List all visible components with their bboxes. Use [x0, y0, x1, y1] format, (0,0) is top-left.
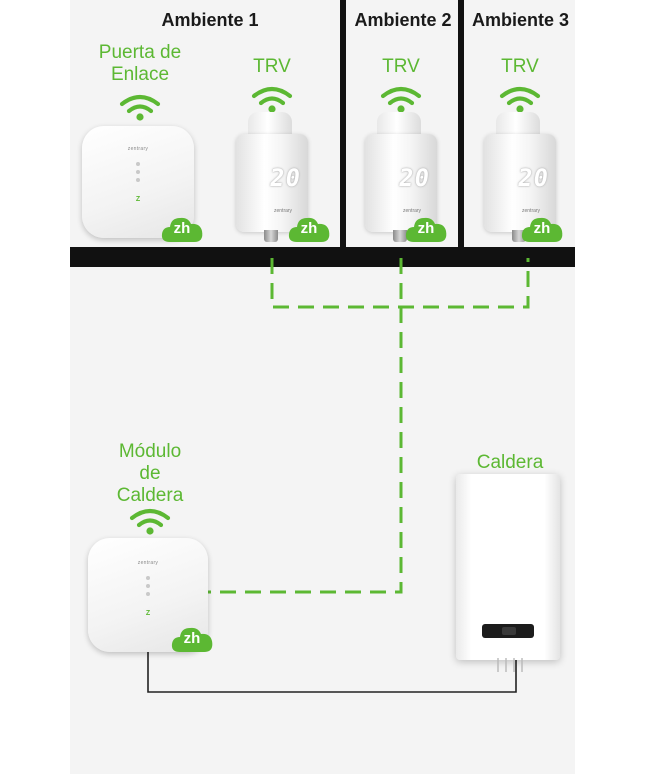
trv-cap [377, 112, 421, 138]
boiler-pipes [497, 658, 523, 672]
trv-body [365, 134, 437, 232]
boiler-label: Caldera [476, 452, 544, 473]
trv-label-1: TRV [253, 56, 291, 77]
zh-badge-text: zh [300, 220, 318, 237]
wall-left-room2 [340, 0, 346, 250]
zh-cloud-icon: zh [160, 214, 204, 244]
zh-badge-text: zh [173, 220, 191, 237]
trv-device-3: 20 zentrary [478, 112, 562, 244]
zh-badge-text: zh [183, 630, 201, 647]
boiler-module-led [146, 576, 150, 580]
trv-valve [393, 230, 407, 242]
wall-left-room3 [458, 0, 464, 250]
gateway-led [136, 170, 140, 174]
wired-link-module-boiler [147, 650, 517, 693]
boiler-module-brand: zentrary [137, 560, 159, 566]
trv-brand-1: zentrary [274, 208, 293, 214]
zh-cloud-shape [288, 217, 330, 242]
zh-badge-text: zh [533, 220, 551, 237]
wifi-icon [119, 94, 161, 121]
boiler-module-led [146, 584, 150, 588]
room-title-1: Ambiente 1 [161, 10, 259, 30]
zh-cloud-shape [161, 217, 203, 242]
trv-display-3: 20 [516, 164, 551, 192]
floor-divider [70, 247, 575, 267]
zh-cloud-shape [171, 627, 213, 652]
boiler-display [502, 627, 516, 635]
trv-brand-2: zentrary [403, 208, 422, 214]
boiler-module-logo: Z [145, 610, 151, 617]
room-title-2: Ambiente 2 [354, 10, 452, 30]
zh-cloud-icon: zh [170, 624, 214, 654]
boiler-module-led [146, 592, 150, 596]
zigbee-link-backbone [208, 307, 403, 594]
gateway-led [136, 178, 140, 182]
boiler-module-label-line-2: de [139, 463, 161, 484]
boiler-module-label: Módulo de Caldera [90, 441, 210, 507]
wifi-icon [129, 508, 171, 535]
zh-cloud-icon: zh [520, 214, 564, 244]
zh-cloud-shape [521, 217, 563, 242]
trv-display-1: 20 [268, 164, 303, 192]
zh-badge-text: zh [417, 220, 435, 237]
wifi-icon [380, 86, 422, 113]
trv-body [236, 134, 308, 232]
gateway-label-line-1: Puerta de [98, 42, 182, 63]
gateway-label-line-2: Enlace [110, 64, 170, 85]
gateway-logo: Z [135, 196, 141, 203]
zh-cloud-icon: zh [287, 214, 331, 244]
gateway-led [136, 162, 140, 166]
gateway-brand: zentrary [127, 146, 149, 152]
trv-device-2: 20 zentrary [359, 112, 443, 244]
trv-cap [248, 112, 292, 138]
wifi-icon [251, 86, 293, 113]
heating-system-diagram: Ambiente 1 Ambiente 2 Ambiente 3 [70, 0, 575, 774]
gateway-label: Puerta de Enlace [80, 42, 200, 86]
zh-cloud-shape [405, 217, 447, 242]
trv-cap [496, 112, 540, 138]
wifi-icon [499, 86, 541, 113]
trv-label-3: TRV [501, 56, 539, 77]
connection-lines [147, 258, 530, 693]
trv-device-1: 20 zentrary [230, 112, 314, 244]
room-title-3: Ambiente 3 [471, 10, 570, 30]
boiler-module-label-line-3: Caldera [116, 485, 184, 506]
trv-body [484, 134, 556, 232]
boiler-module-label-line-1: Módulo [118, 441, 182, 462]
boiler-control-panel [482, 624, 534, 638]
boiler-device [456, 474, 560, 660]
trv-display-2: 20 [397, 164, 432, 192]
trv-valve [264, 230, 278, 242]
zh-cloud-icon: zh [404, 214, 448, 244]
trv-brand-3: zentrary [522, 208, 541, 214]
trv-label-2: TRV [382, 56, 420, 77]
